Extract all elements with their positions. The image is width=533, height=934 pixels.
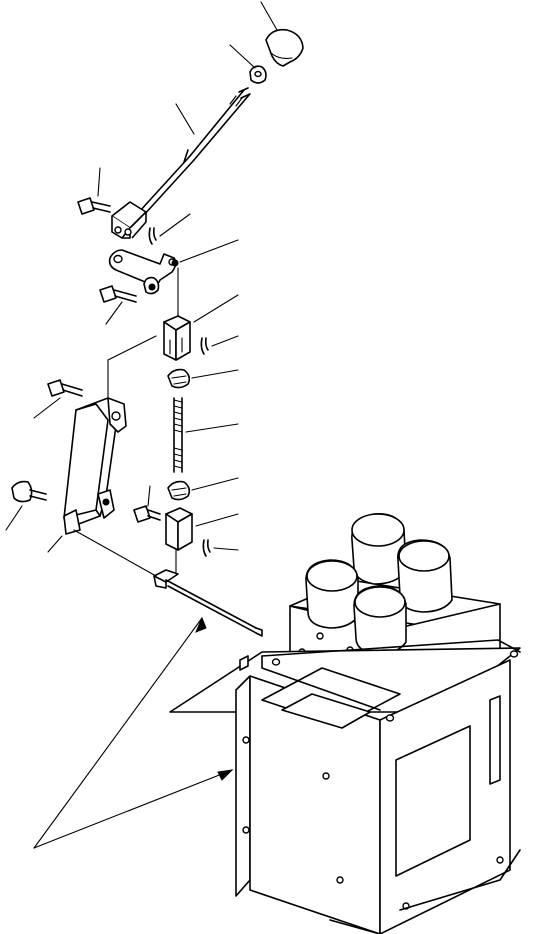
leader-threaded-rod [185, 423, 239, 433]
clevis-lower [165, 507, 193, 551]
nut [249, 65, 267, 84]
leader-lock-nut-lower [191, 477, 239, 491]
leader-lever-rod [175, 103, 195, 135]
rod-clevis [111, 201, 147, 239]
leader-cotter-3 [213, 547, 239, 551]
lock-nut-upper [167, 368, 191, 389]
leader-link [179, 239, 239, 263]
cotter-pin-2 [200, 337, 209, 355]
lock-nut-lower [167, 480, 191, 501]
clevis-upper [163, 315, 191, 361]
valve-cylinder-right [397, 539, 453, 613]
mounting-frame [169, 639, 521, 934]
link [108, 249, 179, 295]
leader-bolt-small [147, 485, 151, 507]
leader-nut [229, 44, 256, 69]
pointer-arrows [33, 616, 234, 849]
spool-rod [153, 569, 263, 637]
knob [265, 28, 304, 67]
leader-bracket [47, 535, 63, 553]
threaded-rod [173, 397, 183, 473]
leader-cotter-1 [159, 213, 191, 237]
valve-cylinder-front [353, 585, 407, 655]
guide-bracket-link [107, 335, 157, 361]
leader-knob [260, 1, 278, 31]
cotter-pin-1 [148, 227, 157, 245]
bolt-left-upper [47, 379, 83, 397]
leader-bolt-upper [97, 167, 101, 197]
leader-clevis-upper [193, 294, 239, 323]
leader-clevis-lower [195, 513, 239, 527]
control-lever-rod [138, 87, 251, 217]
bracket [63, 397, 127, 535]
leader-flange-bolt [5, 505, 23, 531]
valve-cylinder-left [305, 559, 359, 629]
leader-cotter-2 [211, 335, 239, 347]
guide-bracket-spool [73, 529, 157, 577]
flange-bolt [11, 480, 47, 503]
cotter-pin-3 [202, 539, 211, 557]
valve-cylinder-back [351, 513, 407, 585]
bolt-small [133, 505, 161, 523]
leader-bolt-left-upper [33, 397, 61, 419]
bolt-middle [99, 285, 137, 303]
leader-bolt-middle [105, 301, 123, 325]
bolt-upper [77, 197, 111, 215]
leader-lock-nut-upper [191, 369, 239, 379]
